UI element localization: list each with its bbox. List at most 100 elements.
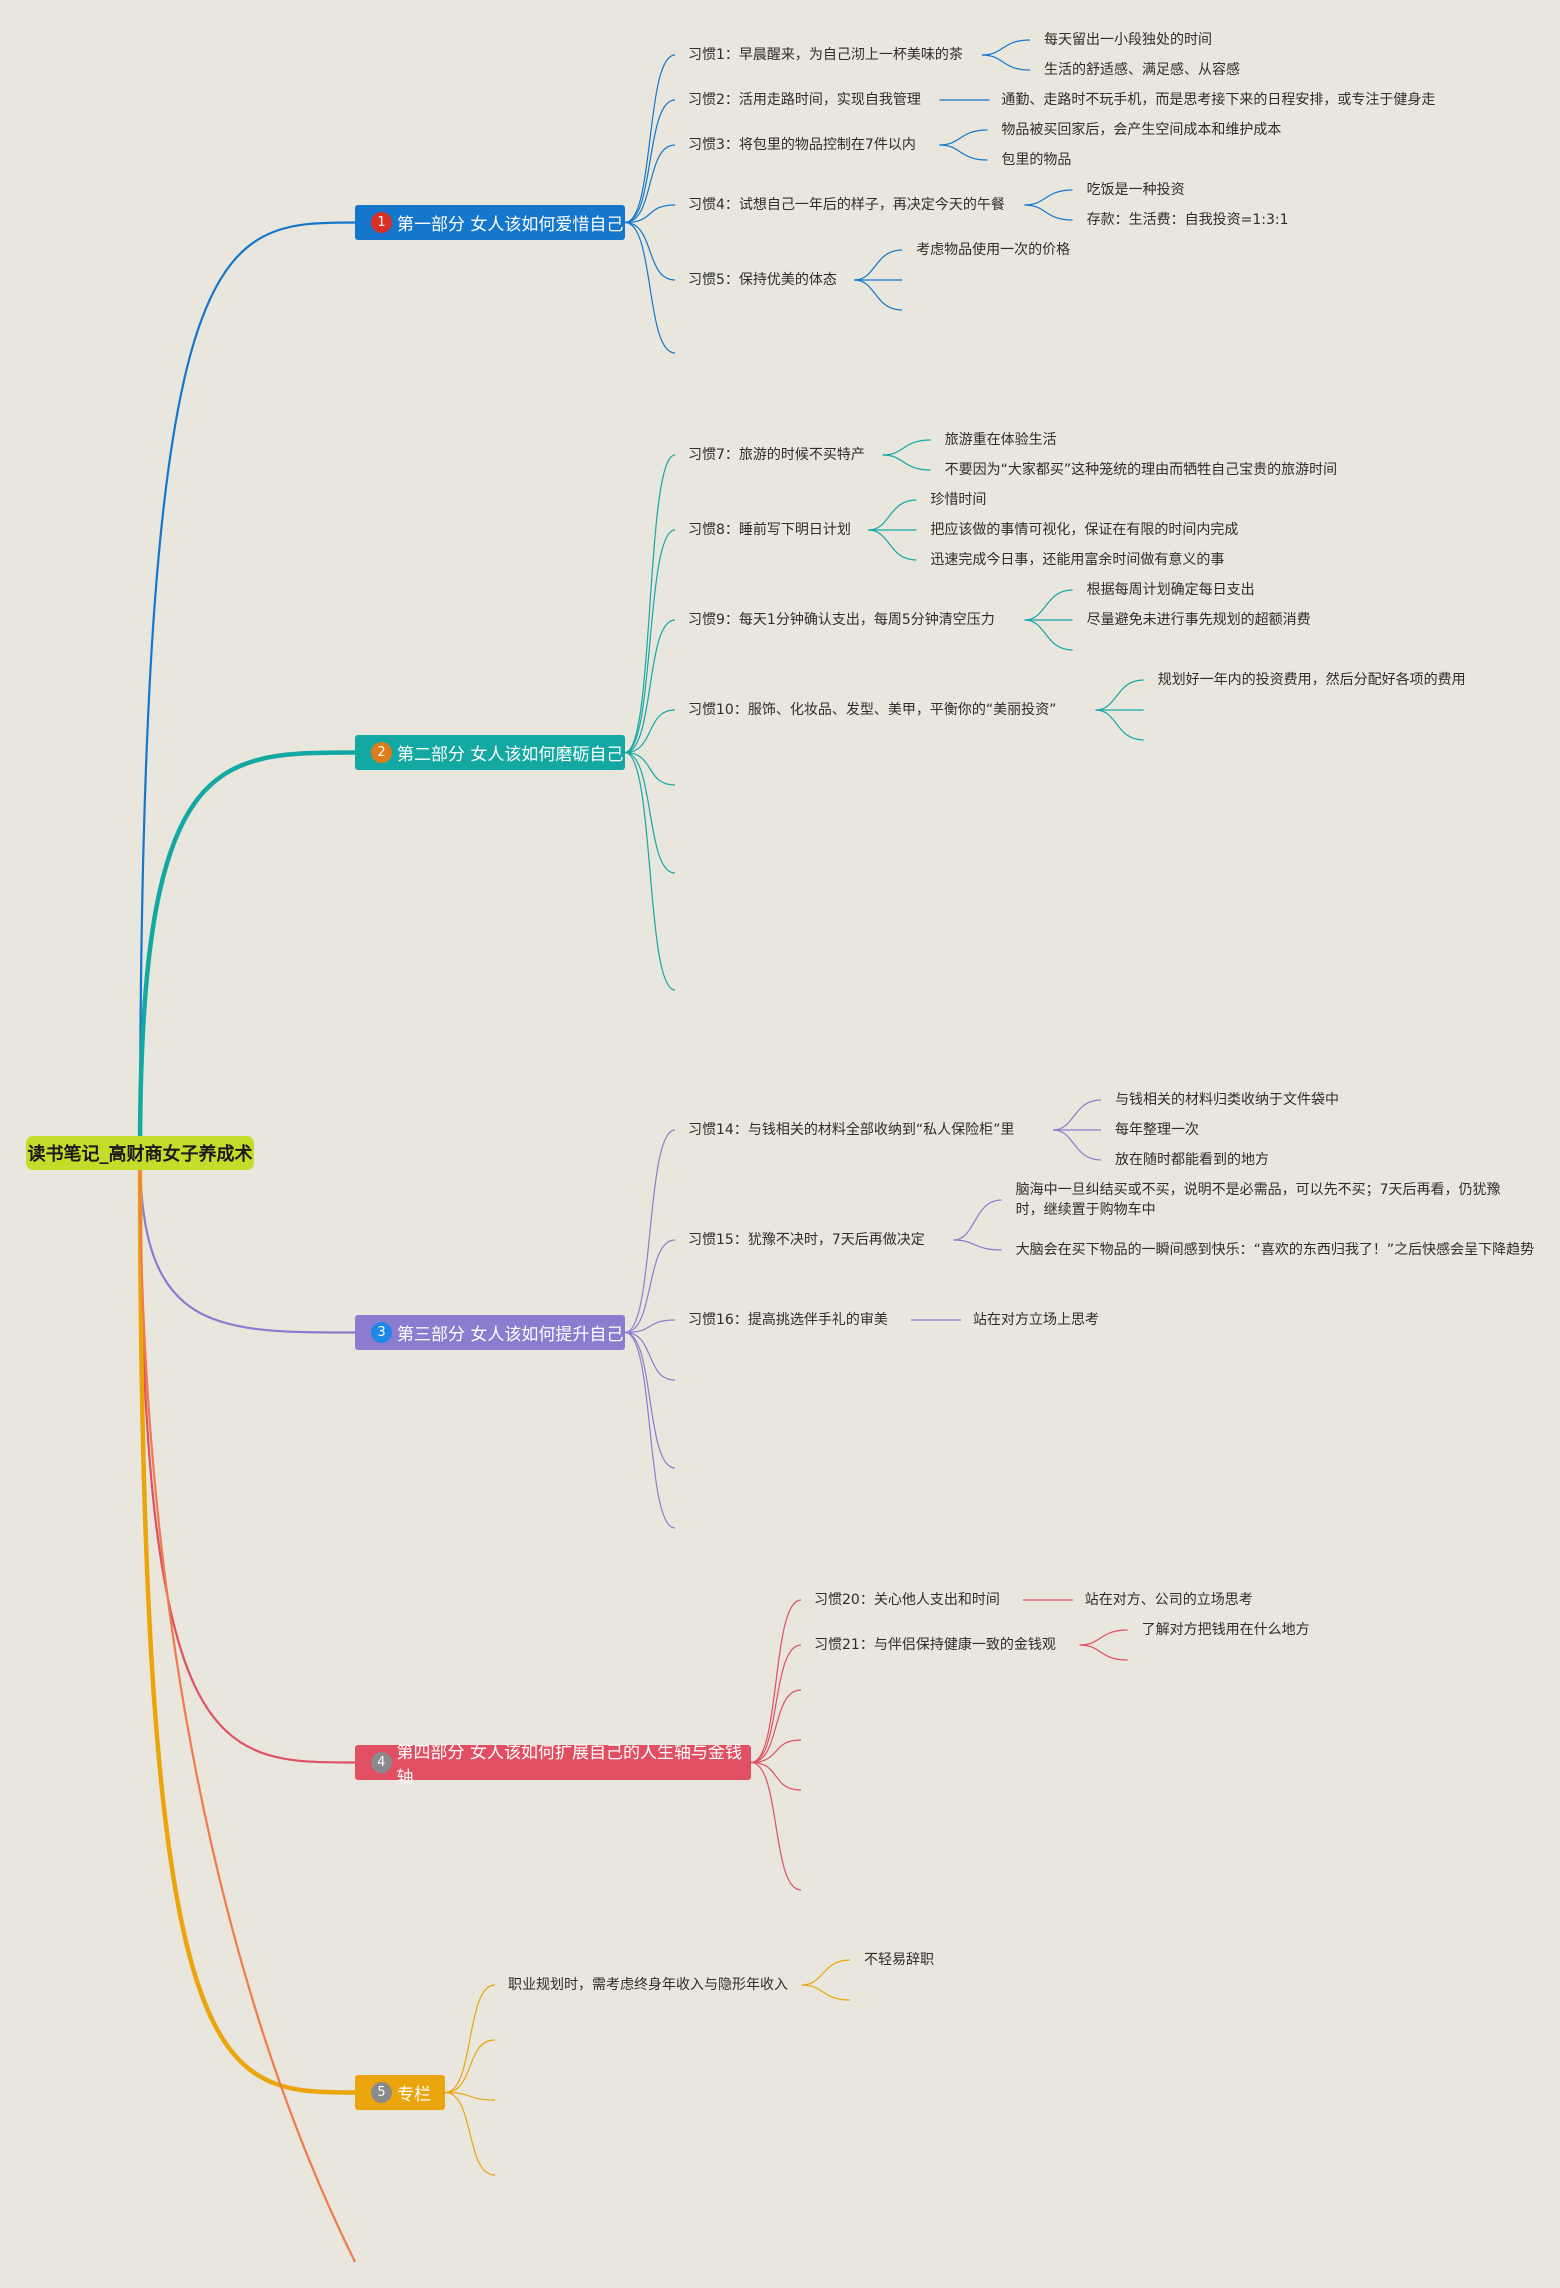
connector-line <box>138 1152 356 1764</box>
connector-line <box>624 454 676 754</box>
sub-label[interactable]: 站在对方、公司的立场思考 <box>1084 1592 1253 1608</box>
connector-line <box>953 1239 1002 1251</box>
connector-line <box>1095 679 1144 711</box>
sub-label[interactable]: 生活的舒适感、满足感、从容感 <box>1044 62 1240 78</box>
sub-label[interactable]: 规划好一年内的投资费用，然后分配好各项的费用 <box>1157 672 1466 688</box>
connector-line <box>1024 589 1073 621</box>
connector-line <box>624 221 676 281</box>
sub-label[interactable]: 把应该做的事情可视化，保证在有限的时间内完成 <box>930 522 1239 538</box>
connector-line <box>1052 1099 1102 1131</box>
root-node[interactable]: 读书笔记_高财商女子养成术 <box>26 1136 254 1170</box>
sub-label[interactable]: 吃饭是一种投资 <box>1086 182 1185 198</box>
section-number-badge: 5 <box>371 2082 392 2103</box>
connector-line <box>624 751 676 874</box>
sub-label[interactable]: 每天留出一小段独处的时间 <box>1044 32 1212 48</box>
connector-line <box>854 279 903 311</box>
habit-label[interactable]: 习惯15：犹豫不决时，7天后再做决定 <box>688 1232 925 1248</box>
sub-label[interactable]: 物品被买回家后，会产生空间成本和维护成本 <box>1001 122 1282 138</box>
connector-line <box>624 1331 676 1469</box>
connector-line <box>939 144 988 161</box>
connector-line <box>801 1984 851 2001</box>
connector-line <box>624 1319 676 1334</box>
connector-line <box>1024 204 1073 221</box>
section-label: 第一部分 女人该如何爱惜自己 <box>397 215 624 235</box>
habit-label[interactable]: 习惯10：服饰、化妆品、发型、美甲，平衡你的“美丽投资” <box>688 702 1057 718</box>
habit-label[interactable]: 习惯16：提高挑选伴手礼的审美 <box>688 1312 888 1328</box>
sub-label[interactable]: 根据每周计划确定每日支出 <box>1086 582 1255 598</box>
connector-line <box>750 1761 802 1891</box>
sub-label[interactable]: 脑海中一旦纠结买或不买，说明不是必需品，可以先不买；7天后再看，仍犹豫时，继续置… <box>1015 1182 1501 1218</box>
sub-label[interactable]: 大脑会在买下物品的一瞬间感到快乐：“喜欢的东西归我了！”之后快感会呈下降趋势 <box>1015 1242 1535 1258</box>
sub-label[interactable]: 放在随时都能看到的地方 <box>1115 1152 1269 1168</box>
section-number-badge: 4 <box>371 1752 392 1773</box>
connector-line <box>624 204 676 224</box>
habit-label[interactable]: 习惯4：试想自己一年后的样子，再决定今天的午餐 <box>688 197 1005 213</box>
connector-line <box>624 619 676 754</box>
sub-label[interactable]: 了解对方把钱用在什么地方 <box>1141 1622 1310 1638</box>
connector-line <box>138 221 356 1154</box>
connector-line <box>750 1644 802 1764</box>
connector-line <box>444 2091 496 2101</box>
sub-label[interactable]: 不轻易辞职 <box>864 1952 934 1968</box>
habit-label[interactable]: 习惯9：每天1分钟确认支出，每周5分钟清空压力 <box>688 612 995 628</box>
sub-label[interactable]: 通勤、走路时不玩手机，而是思考接下来的日程安排，或专注于健身走 <box>1001 92 1436 108</box>
connector-line <box>138 1152 356 2263</box>
section-label: 第三部分 女人该如何提升自己 <box>397 1325 624 1345</box>
habit-label[interactable]: 习惯20：关心他人支出和时间 <box>814 1592 1000 1608</box>
connector-line <box>750 1739 802 1764</box>
sub-label[interactable]: 旅游重在体验生活 <box>944 432 1057 448</box>
sub-label[interactable]: 考虑物品使用一次的价格 <box>916 242 1071 258</box>
section-label: 第二部分 女人该如何磨砺自己 <box>397 745 624 765</box>
connector-line <box>624 1239 676 1334</box>
sub-label[interactable]: 不要因为“大家都买”这种笼统的理由而牺牲自己宝贵的旅游时间 <box>944 462 1338 478</box>
sub-label[interactable]: 存款：生活费：自我投资=1:3:1 <box>1086 212 1289 228</box>
connector-line <box>882 439 931 456</box>
connector-line <box>1024 189 1073 206</box>
sub-label[interactable]: 每年整理一次 <box>1115 1122 1199 1138</box>
connector-line <box>939 129 988 146</box>
sub-label[interactable]: 迅速完成今日事，还能用富余时间做有意义的事 <box>930 552 1225 568</box>
habit-label[interactable]: 习惯3：将包里的物品控制在7件以内 <box>688 137 916 153</box>
section-label: 专栏 <box>397 2085 431 2105</box>
connector-line <box>137 1152 356 2095</box>
habit-label[interactable]: 职业规划时，需考虑终身年收入与隐形年收入 <box>508 1977 788 1993</box>
habit-label[interactable]: 习惯5：保持优美的体态 <box>688 272 837 288</box>
section-number-badge: 3 <box>371 1322 392 1343</box>
habit-label[interactable]: 习惯21：与伴侣保持健康一致的金钱观 <box>814 1637 1056 1653</box>
connector-line <box>1079 1629 1128 1646</box>
connector-line <box>854 249 903 281</box>
sub-label[interactable]: 站在对方立场上思考 <box>973 1312 1099 1328</box>
connector-line <box>750 1761 802 1791</box>
connector-line <box>1052 1129 1102 1161</box>
sub-label[interactable]: 尽量避免未进行事先规划的超额消费 <box>1086 612 1311 628</box>
section-number-badge: 2 <box>371 742 392 763</box>
habit-label[interactable]: 习惯14：与钱相关的材料全部收纳到“私人保险柜”里 <box>688 1122 1015 1138</box>
section-number-badge: 1 <box>371 212 392 233</box>
connector-line <box>624 751 676 991</box>
connector-line <box>444 1984 496 2094</box>
sub-label[interactable]: 珍惜时间 <box>930 492 987 508</box>
connector-line <box>624 751 676 786</box>
sub-label[interactable]: 包里的物品 <box>1001 152 1072 168</box>
habit-label[interactable]: 习惯7：旅游的时候不买特产 <box>688 447 865 463</box>
connector-line <box>624 1331 676 1381</box>
sub-label[interactable]: 与钱相关的材料归类收纳于文件袋中 <box>1115 1092 1339 1108</box>
habit-label[interactable]: 习惯1：早晨醒来，为自己沏上一杯美味的茶 <box>688 47 963 63</box>
connector-line <box>1024 619 1073 651</box>
connector-line <box>953 1199 1002 1241</box>
connector-line <box>1079 1644 1128 1661</box>
habit-label[interactable]: 习惯2：活用走路时间，实现自我管理 <box>688 92 921 108</box>
habit-label[interactable]: 习惯8：睡前写下明日计划 <box>688 522 851 538</box>
connector-line <box>624 1331 676 1529</box>
connector-line <box>624 99 676 224</box>
connector-line <box>750 1599 802 1764</box>
connector-line <box>868 529 917 561</box>
connector-line <box>1095 709 1144 741</box>
